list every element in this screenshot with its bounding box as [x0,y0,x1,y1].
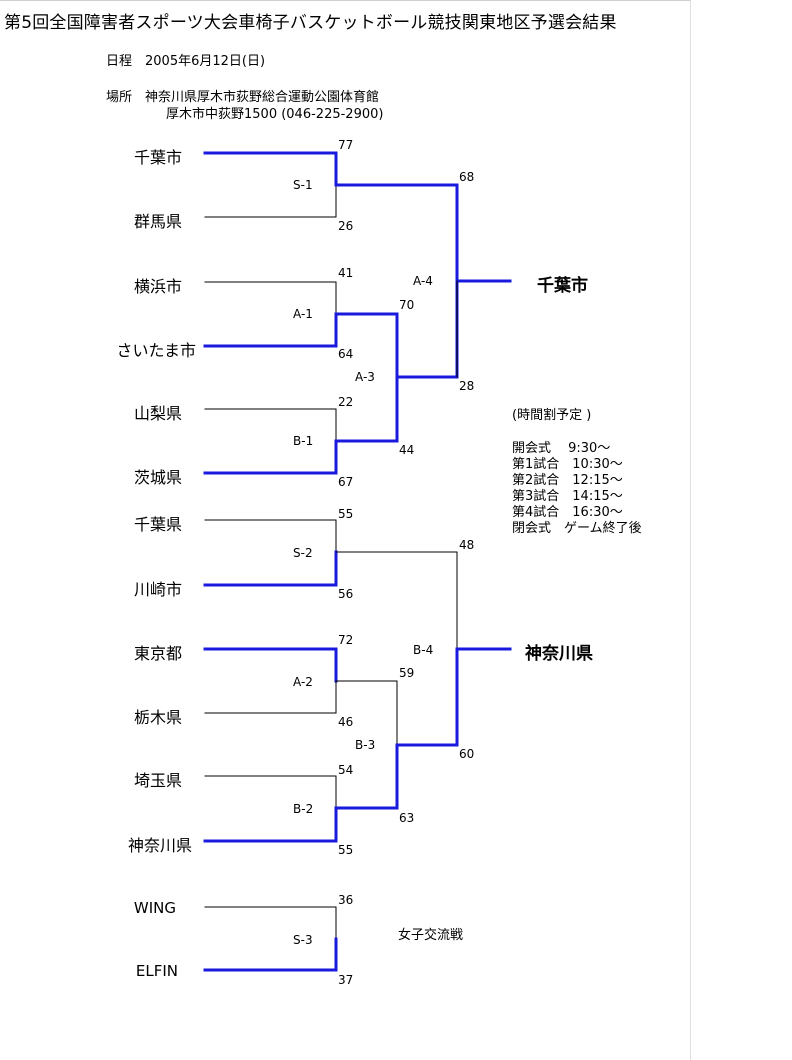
line-tochigi [204,680,337,714]
score: 26 [338,219,354,233]
page-frame [0,0,691,1060]
score: 64 [338,347,354,361]
line-ibaraki [203,439,338,475]
score: 46 [338,715,354,729]
line-saitama-city [203,312,338,348]
team-name: 茨城県 [133,468,182,487]
match-label: B-4 [413,643,434,657]
line-s2-advance [335,551,458,650]
venue-line: 場所 神奈川県厚木市荻野総合運動公園体育館 [106,90,380,105]
line-elfin [203,937,338,972]
score: 55 [338,507,354,521]
score: 63 [399,811,415,825]
score: 60 [459,747,475,761]
schedule-item: 閉会式 ゲーム終了後 [512,521,642,536]
team-name: 川崎市 [133,580,182,599]
score: 37 [338,973,354,987]
line-b1-advance [334,375,399,443]
team-name: 東京都 [133,644,182,663]
schedule-item: 第4試合 16:30～ [512,505,623,520]
team-name: さいたま市 [116,341,196,360]
line-saitama-pref [204,775,337,809]
line-a1-advance [334,312,399,379]
score: 48 [459,538,475,552]
line-chiba-city [203,151,338,187]
line-tokyo [203,647,338,683]
team-name: ELFIN [135,962,178,980]
schedule-item: 第2試合 12:15～ [512,473,623,488]
line-a2-advance [335,680,398,746]
schedule-item: 開会式 9:30～ [512,441,611,456]
score: 28 [459,379,475,393]
score: 56 [338,587,354,601]
winner-name: 千葉市 [537,276,588,296]
score: 59 [399,666,415,680]
score: 22 [338,395,354,409]
team-name: 千葉市 [133,148,182,167]
team-name: 群馬県 [133,212,182,231]
women-exhibition-note: 女子交流戦 [398,928,464,943]
match-label: S-2 [293,546,313,560]
score: 70 [399,298,415,312]
venue-address: 厚木市中荻野1500 (046-225-2900) [166,107,384,122]
team-name: WING [133,899,176,917]
date-line: 日程 2005年6月12日(日) [106,54,266,69]
line-kanagawa [203,806,338,843]
score: 77 [338,138,354,152]
schedule-heading: (時間割予定 ) [512,408,592,423]
line-kawasaki [203,550,338,587]
score: 41 [338,266,354,280]
winner-name: 神奈川県 [525,644,593,664]
line-yamanashi [204,408,337,442]
match-label: A-2 [293,675,313,689]
match-label: A-1 [293,307,313,321]
line-b3-advance [395,647,459,747]
score: 68 [459,170,475,184]
match-label: S-3 [293,933,313,947]
match-label: B-1 [293,434,314,448]
line-wing [204,906,337,940]
team-name: 山梨県 [133,404,182,423]
score: 44 [399,443,415,457]
line-a3-advance [395,279,459,379]
match-label: A-4 [413,274,433,288]
score: 54 [338,763,354,777]
line-chiba-pref [204,519,337,553]
team-name: 埼玉県 [133,771,182,790]
score: 67 [338,475,354,489]
line-s1-advance [334,183,459,283]
schedule-item: 第1試合 10:30～ [512,457,623,472]
match-label: B-3 [355,738,376,752]
score: 36 [338,893,354,907]
schedule-item: 第3試合 14:15～ [512,489,623,504]
team-name: 千葉県 [133,515,182,534]
score: 72 [338,633,354,647]
match-label: S-1 [293,178,313,192]
team-name: 横浜市 [133,277,182,296]
match-label: B-2 [293,802,314,816]
page-title: 第5回全国障害者スポーツ大会車椅子バスケットボール競技関東地区予選会結果 [4,13,617,33]
line-yokohama [204,281,337,315]
line-gunma [204,184,337,218]
match-label: A-3 [355,370,375,384]
team-name: 栃木県 [133,708,182,727]
line-b2-advance [334,743,399,810]
score: 55 [338,843,354,857]
team-name: 神奈川県 [127,836,192,855]
